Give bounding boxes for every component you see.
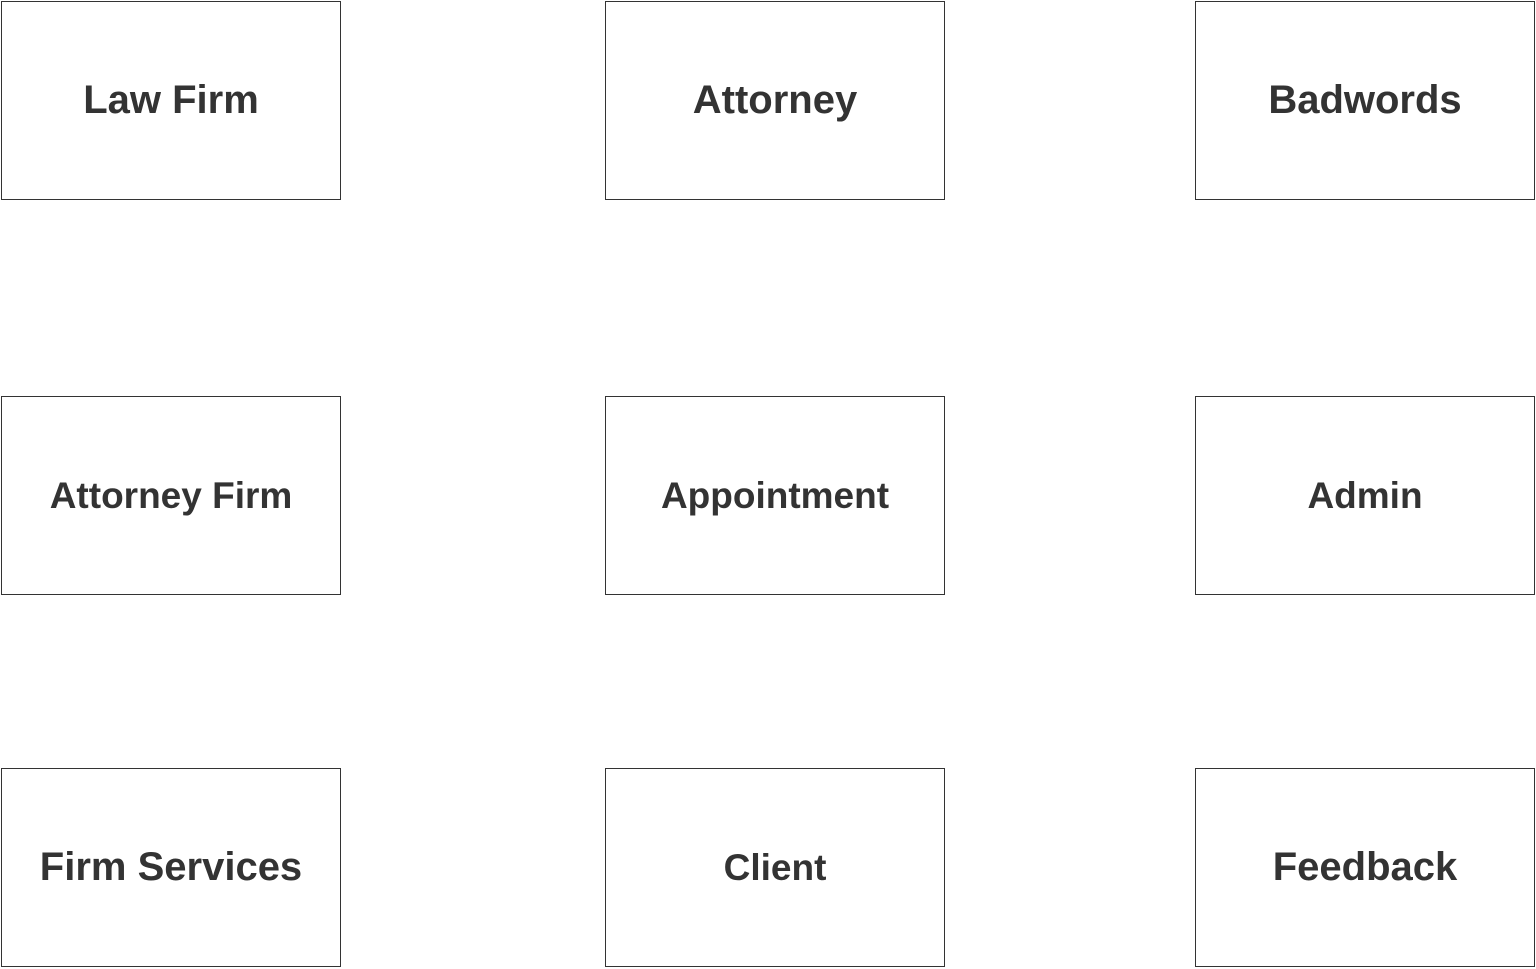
entity-client[interactable]: Client	[605, 768, 945, 967]
entity-law-firm[interactable]: Law Firm	[1, 1, 341, 200]
entity-label-badwords: Badwords	[1268, 78, 1462, 122]
entity-label-feedback: Feedback	[1272, 845, 1458, 889]
entity-attorney-firm[interactable]: Attorney Firm	[1, 396, 341, 595]
entity-label-appointment: Appointment	[660, 474, 890, 516]
entity-feedback[interactable]: Feedback	[1195, 768, 1535, 967]
entity-label-client: Client	[723, 846, 827, 888]
entity-admin[interactable]: Admin	[1195, 396, 1535, 595]
entity-label-attorney: Attorney	[692, 78, 858, 122]
entity-attorney[interactable]: Attorney	[605, 1, 945, 200]
entity-firm-services[interactable]: Firm Services	[1, 768, 341, 967]
entity-badwords[interactable]: Badwords	[1195, 1, 1535, 200]
entity-appointment[interactable]: Appointment	[605, 396, 945, 595]
entity-label-attorney-firm: Attorney Firm	[49, 474, 293, 516]
entity-label-firm-services: Firm Services	[39, 845, 303, 889]
entity-label-law-firm: Law Firm	[83, 78, 259, 122]
entity-label-admin: Admin	[1307, 474, 1423, 516]
